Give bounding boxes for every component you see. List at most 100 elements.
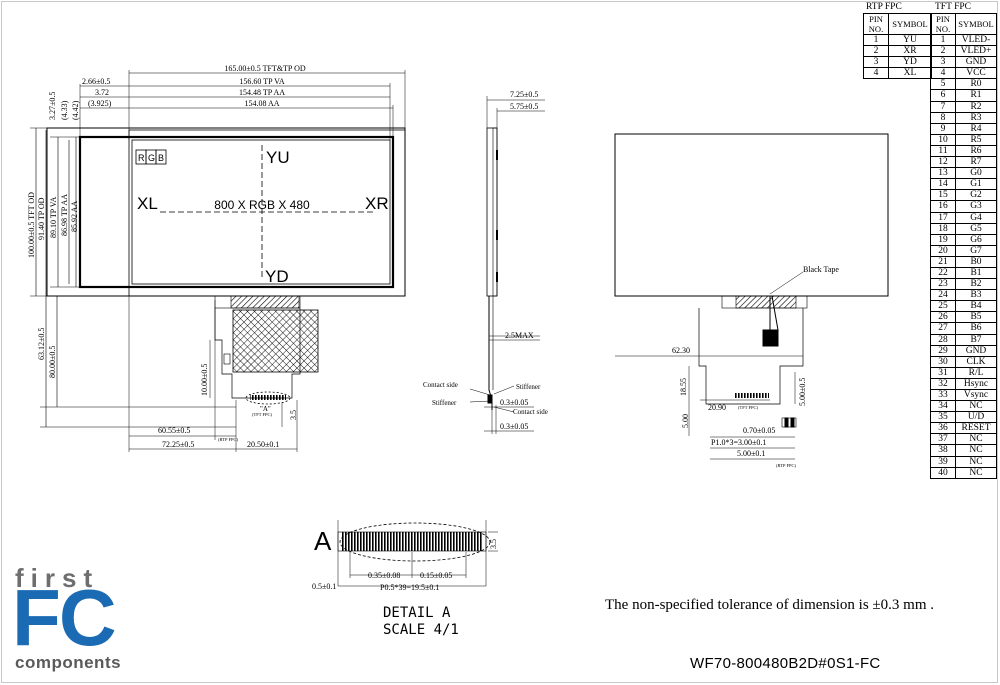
dim-tp-va: 156.60 TP VA xyxy=(239,77,284,86)
pin-symbol: NC xyxy=(955,455,997,468)
dim-tft-tp-od: 165.00±0.5 TFT&TP OD xyxy=(224,64,306,73)
label-contact-side-1: Contact side xyxy=(423,381,458,389)
dim-thickness-total: 7.25±0.5 xyxy=(510,90,538,99)
pin-symbol: VLED- xyxy=(955,33,997,47)
pin-symbol: B1 xyxy=(955,266,997,280)
dim-fpc-thickness-2: 0.3±0.05 xyxy=(500,422,528,431)
pin-symbol: B3 xyxy=(955,289,997,302)
detail-a-title-line2: SCALE 4/1 xyxy=(383,622,459,638)
pin-symbol: R7 xyxy=(955,156,997,169)
label-rtp-fpc-front: (RTP FPC) xyxy=(218,437,238,442)
pin-number: 13 xyxy=(930,167,956,180)
pin-symbol: G1 xyxy=(955,178,997,191)
dim-5-00-rtp: 5.00±0.1 xyxy=(737,449,765,458)
active-area xyxy=(78,135,395,289)
pin-number: 39 xyxy=(930,455,956,468)
pin-symbol: B0 xyxy=(955,255,997,268)
pin-number: 23 xyxy=(930,278,956,291)
pin-symbol: CLK xyxy=(955,355,997,368)
pin-number: 3 xyxy=(930,56,956,69)
pin-number: 15 xyxy=(930,189,956,202)
label-g: G xyxy=(148,153,155,163)
back-view xyxy=(614,133,889,460)
pin-symbol: B6 xyxy=(955,322,997,335)
dim-bottom-left-2: 80.00±0.5 xyxy=(48,346,57,378)
pin-symbol: NC xyxy=(955,466,997,479)
logo-components-text: components xyxy=(15,653,122,672)
pin-symbol: Vsync xyxy=(955,388,997,402)
dim-fpc-offset: 60.55±0.5 xyxy=(158,426,190,435)
pin-symbol: G5 xyxy=(955,222,997,235)
pin-symbol: Hsync xyxy=(955,377,997,391)
label-tft-fpc-back: (TFT FPC) xyxy=(738,405,759,410)
pin-symbol: R4 xyxy=(955,122,997,135)
dim-62-30: 62.30 xyxy=(672,346,690,355)
pin-number: 19 xyxy=(930,233,956,246)
logo-fc-text: FC xyxy=(12,573,117,662)
label-rtp-fpc-back: (RTP FPC) xyxy=(776,463,796,468)
dim-5-00-tol: 5.00±0.5 xyxy=(798,378,807,406)
dim-tp-aa-vertical: 86.98 TP AA xyxy=(60,194,69,236)
logo-first-text: first xyxy=(15,563,100,593)
pin-symbol: G2 xyxy=(955,189,997,202)
pin-symbol: R3 xyxy=(955,111,997,124)
detail-a-text: A 0.35±0.08 0.15±0.05 0.5±0.1 P0.5*39=19… xyxy=(312,526,498,592)
detail-a-pins xyxy=(342,532,483,551)
label-yu: YU xyxy=(266,148,290,167)
label-resolution: 800 X RGB X 480 xyxy=(214,198,310,212)
pin-number: 26 xyxy=(930,311,956,324)
pin-symbol: G4 xyxy=(955,211,997,224)
label-tft-fpc-front: (TFT FPC) xyxy=(252,412,273,417)
pin-symbol: VLED+ xyxy=(955,45,997,58)
label-stiffener-2: Stiffener xyxy=(432,399,457,407)
dim-detail-3-5: 3.5 xyxy=(489,539,498,549)
dim-left-offset-2: 3.72 xyxy=(95,88,109,97)
dim-5-00: 5.00 xyxy=(681,414,690,428)
rtp-fpc-title: RTP FPC xyxy=(866,2,902,12)
part-number: WF70-800480B2D#0S1-FC xyxy=(690,655,881,672)
dim-left-offset-3: (3.925) xyxy=(88,99,112,108)
pin-number: 4 xyxy=(863,67,889,79)
pin-symbol: G6 xyxy=(955,233,997,246)
dim-fpc-width: 20.50±0.1 xyxy=(247,440,279,449)
back-connector xyxy=(762,329,779,347)
pin-number: 37 xyxy=(930,433,956,446)
dim-pin-gap: 0.15±0.05 xyxy=(420,571,452,580)
dim-total-pitch: P0.5*39=19.5±0.1 xyxy=(380,583,439,592)
dim-left-offset-1: 2.66±0.5 xyxy=(82,77,110,86)
label-contact-side-2: Contact side xyxy=(513,408,548,416)
detail-a-letter: A xyxy=(314,526,332,556)
dim-aa-vertical: 85.92 AA xyxy=(70,201,79,232)
pin-symbol: VCC xyxy=(955,67,997,80)
pin-symbol: GND xyxy=(955,56,997,69)
dim-tp-aa: 154.48 TP AA xyxy=(239,88,285,97)
detail-a-marker xyxy=(245,391,291,405)
pin-symbol: NC xyxy=(955,400,997,413)
dim-fpc-length: 10.00±0.5 xyxy=(200,364,209,396)
pin-number: 2 xyxy=(930,45,956,58)
label-xr: XR xyxy=(365,194,389,213)
